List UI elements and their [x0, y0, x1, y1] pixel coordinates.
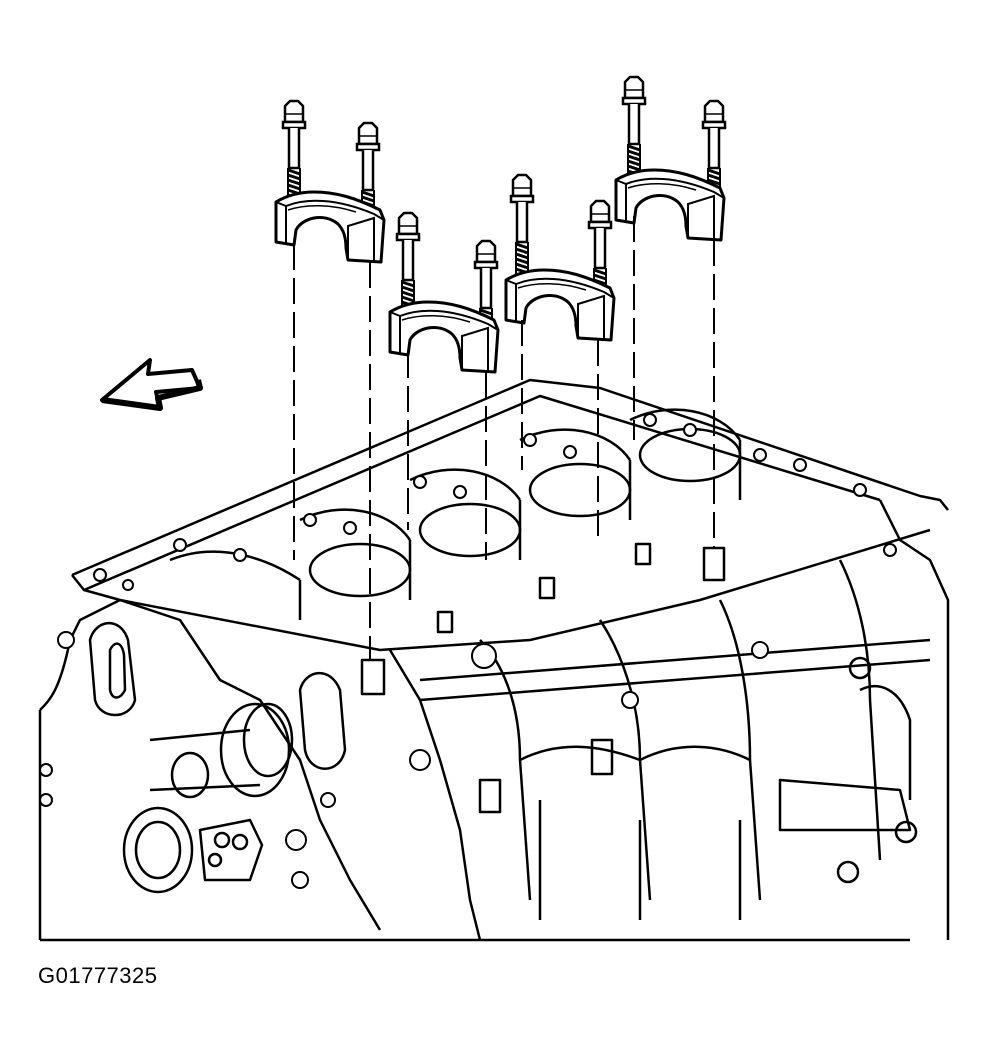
figure-id: G01777325 [38, 963, 158, 988]
alignment-lines [293, 216, 715, 660]
engine-block-illustration [38, 75, 950, 942]
bolt [281, 99, 307, 208]
deck-bolt-holes [39, 413, 897, 889]
bolt [509, 173, 535, 282]
engine-block [38, 378, 950, 942]
bolt [621, 75, 647, 184]
arrow-left-icon [100, 358, 203, 411]
bearing-cap [388, 300, 500, 374]
